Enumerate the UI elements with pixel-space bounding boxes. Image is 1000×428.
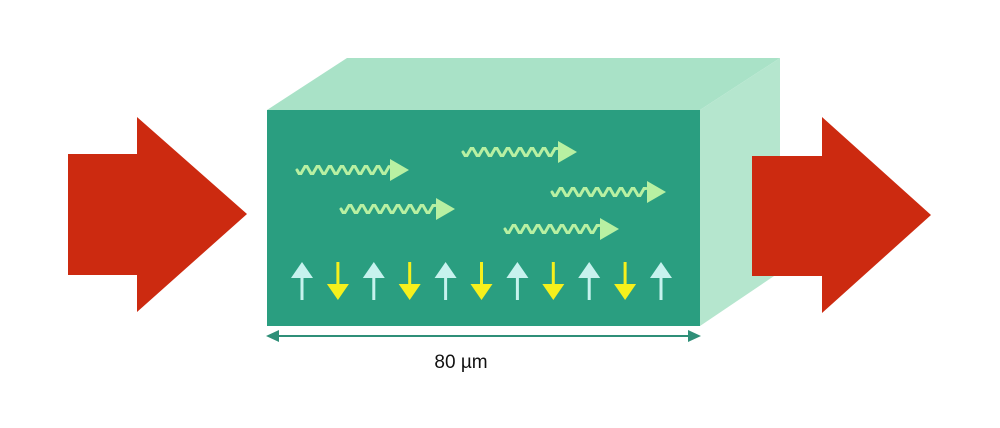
crystal-top-face	[267, 58, 780, 110]
spin-down-arrow-icon	[470, 262, 493, 300]
spin-up-arrow-icon	[434, 262, 457, 300]
spin-down-arrow-icon	[326, 262, 349, 300]
input-arrow-icon	[68, 117, 247, 312]
spin-down-arrow-icon	[614, 262, 637, 300]
spin-down-arrow-icon	[398, 262, 421, 300]
photon-group	[295, 141, 666, 240]
output-arrow-icon	[752, 117, 931, 313]
spin-up-arrow-icon	[578, 262, 601, 300]
spin-up-arrow-icon	[506, 262, 529, 300]
dimension-line	[266, 330, 701, 342]
photon-wavy-arrow-icon	[295, 159, 409, 181]
photon-wavy-arrow-icon	[503, 218, 619, 240]
photon-wavy-arrow-icon	[339, 198, 455, 220]
dimension-right-arrowhead-icon	[688, 330, 701, 342]
photon-wavy-arrow-icon	[550, 181, 666, 203]
spin-down-arrow-icon	[542, 262, 565, 300]
spin-up-arrow-icon	[650, 262, 672, 300]
spin-up-arrow-icon	[362, 262, 385, 300]
photon-wavy-arrow-icon	[461, 141, 577, 163]
dimension-label: 80 µm	[434, 352, 487, 373]
spin-up-arrow-icon	[291, 262, 313, 300]
spin-arrow-row	[291, 262, 672, 300]
dimension-left-arrowhead-icon	[266, 330, 279, 342]
